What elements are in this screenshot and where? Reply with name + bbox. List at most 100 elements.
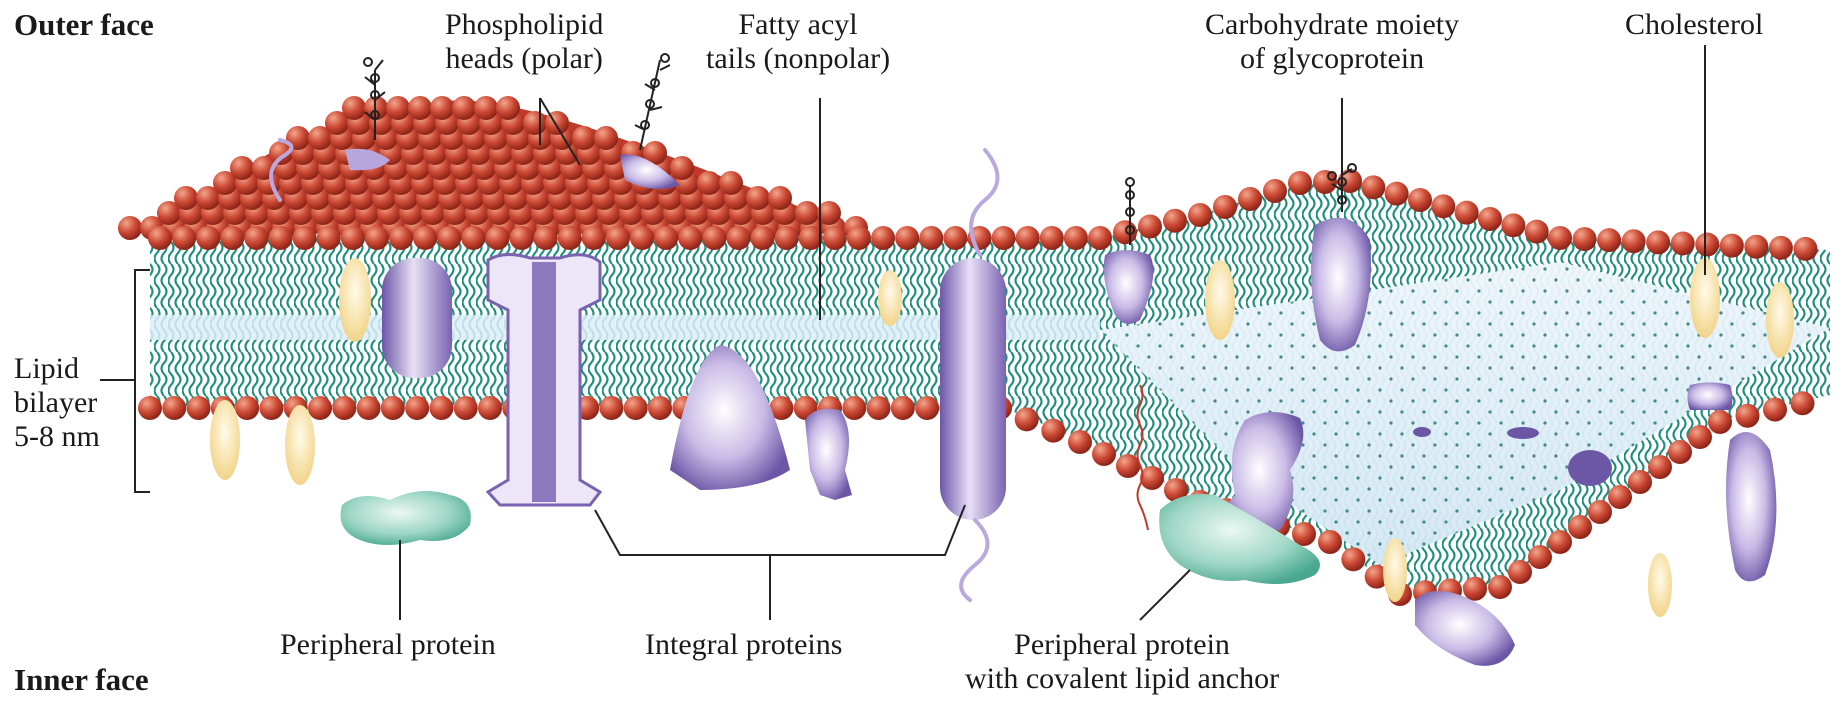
integral-protein [382, 258, 452, 378]
phospholipid-head [235, 396, 259, 420]
phospholipid-head [196, 226, 220, 250]
inner-face-label: Inner face [14, 663, 149, 697]
phospholipid-head [648, 396, 672, 420]
phospholipid-head [1463, 577, 1487, 601]
phospholipid-head [244, 226, 268, 250]
phospholipid-head [118, 216, 142, 240]
phospholipid-head [429, 396, 453, 420]
phospholipid-head [1408, 188, 1432, 212]
phospholipid-head [365, 226, 389, 250]
phospholipid-head [1622, 229, 1646, 253]
phospholipid-head [1341, 547, 1365, 571]
phospholipid-head [317, 226, 341, 250]
phospholipid-head [1628, 470, 1652, 494]
phospholipid-head [172, 226, 196, 250]
phospholipid-head [545, 111, 569, 135]
integral-protein [940, 258, 1006, 520]
phospholipid-head [1608, 485, 1632, 509]
integral-protein [1688, 383, 1733, 411]
phospholipid-head [768, 186, 792, 210]
phospholipid-head [485, 226, 509, 250]
outer-face-label: Outer face [14, 8, 154, 42]
phospholipid-head [1548, 530, 1572, 554]
phospholipid-head [1088, 226, 1112, 250]
phospholipid-head [332, 396, 356, 420]
phospholipid-head [606, 226, 630, 250]
phospholipid-head [1238, 187, 1262, 211]
phospholipid-head [895, 226, 919, 250]
phospholipid-head [1671, 231, 1695, 255]
phospholipid-head [269, 226, 293, 250]
peripheral-protein-label: Peripheral protein [280, 628, 496, 662]
phospholipid-head [1015, 407, 1039, 431]
carbohydrate-chain [635, 54, 670, 150]
phospholipid-head [1791, 391, 1815, 415]
cholesterol-molecule [210, 400, 240, 480]
phospholipid-head [1318, 530, 1342, 554]
phospholipid-head [697, 171, 721, 195]
cholesterol-label: Cholesterol [1625, 8, 1763, 42]
phospholipid-head [702, 226, 726, 250]
integral-protein [805, 409, 852, 500]
phospholipid-head [624, 396, 648, 420]
phospholipid-head [174, 186, 198, 210]
cholesterol-molecule [339, 258, 371, 342]
phospholipid-head [1488, 575, 1512, 599]
integral-protein [1726, 432, 1776, 581]
carbohydrate-moiety-label: Carbohydrate moiety of glycoprotein [1205, 8, 1459, 76]
phospholipid-head [1573, 227, 1597, 251]
phospholipid-head [1648, 455, 1672, 479]
phospholipid-head [220, 226, 244, 250]
phospholipid-head [992, 226, 1016, 250]
integral-protein-section [1568, 450, 1612, 486]
phospholipid-head [342, 96, 366, 120]
phospholipid-head [558, 226, 582, 250]
phospholipid-head [1708, 410, 1732, 434]
phospholipid-head [1263, 179, 1287, 203]
phospholipid-head [1568, 515, 1592, 539]
cholesterol-molecule [285, 405, 315, 485]
phospholipid-head [389, 226, 413, 250]
phospholipid-head [1688, 425, 1712, 449]
phospholipid-heads-label: Phospholipid heads (polar) [445, 8, 603, 76]
phospholipid-head [1769, 236, 1793, 260]
dome-head-cluster [118, 96, 868, 240]
fatty-acyl-tails-label: Fatty acyl tails (nonpolar) [706, 8, 890, 76]
protein-tail [961, 520, 987, 600]
phospholipid-head [943, 226, 967, 250]
phospholipid-head [1040, 226, 1064, 250]
phospholipid-head [523, 111, 547, 135]
leader-lipid-bilayer-bracket [135, 270, 150, 492]
phospholipid-head [1720, 234, 1744, 258]
phospholipid-head [454, 396, 478, 420]
phospholipid-head [1548, 226, 1572, 250]
phospholipid-head [630, 226, 654, 250]
phospholipid-head [1597, 228, 1621, 252]
cholesterol-molecule [1205, 260, 1235, 340]
phospholipid-head [293, 226, 317, 250]
phospholipid-head [1068, 430, 1092, 454]
integral-protein [1415, 591, 1515, 666]
phospholipid-head [381, 396, 405, 420]
phospholipid-head [1646, 230, 1670, 254]
phospholipid-head [430, 96, 454, 120]
phospholipid-head [678, 226, 702, 250]
phospholipid-head [437, 226, 461, 250]
phospholipid-head [1695, 233, 1719, 257]
leader-integral-proteins [595, 505, 965, 555]
phospholipid-head [413, 226, 437, 250]
phospholipid-head [408, 96, 432, 120]
leader-peripheral-anchor [1140, 570, 1190, 620]
phospholipid-head [1744, 235, 1768, 259]
phospholipid-head [1763, 398, 1787, 422]
phospholipid-head [1501, 213, 1525, 237]
phospholipid-head [187, 396, 211, 420]
phospholipid-head [1668, 440, 1692, 464]
phospholipid-head [1478, 207, 1502, 231]
phospholipid-head [867, 396, 891, 420]
phospholipid-head [654, 226, 678, 250]
phospholipid-head [1288, 171, 1312, 195]
cholesterol-molecule [878, 270, 902, 326]
phospholipid-head [823, 226, 847, 250]
